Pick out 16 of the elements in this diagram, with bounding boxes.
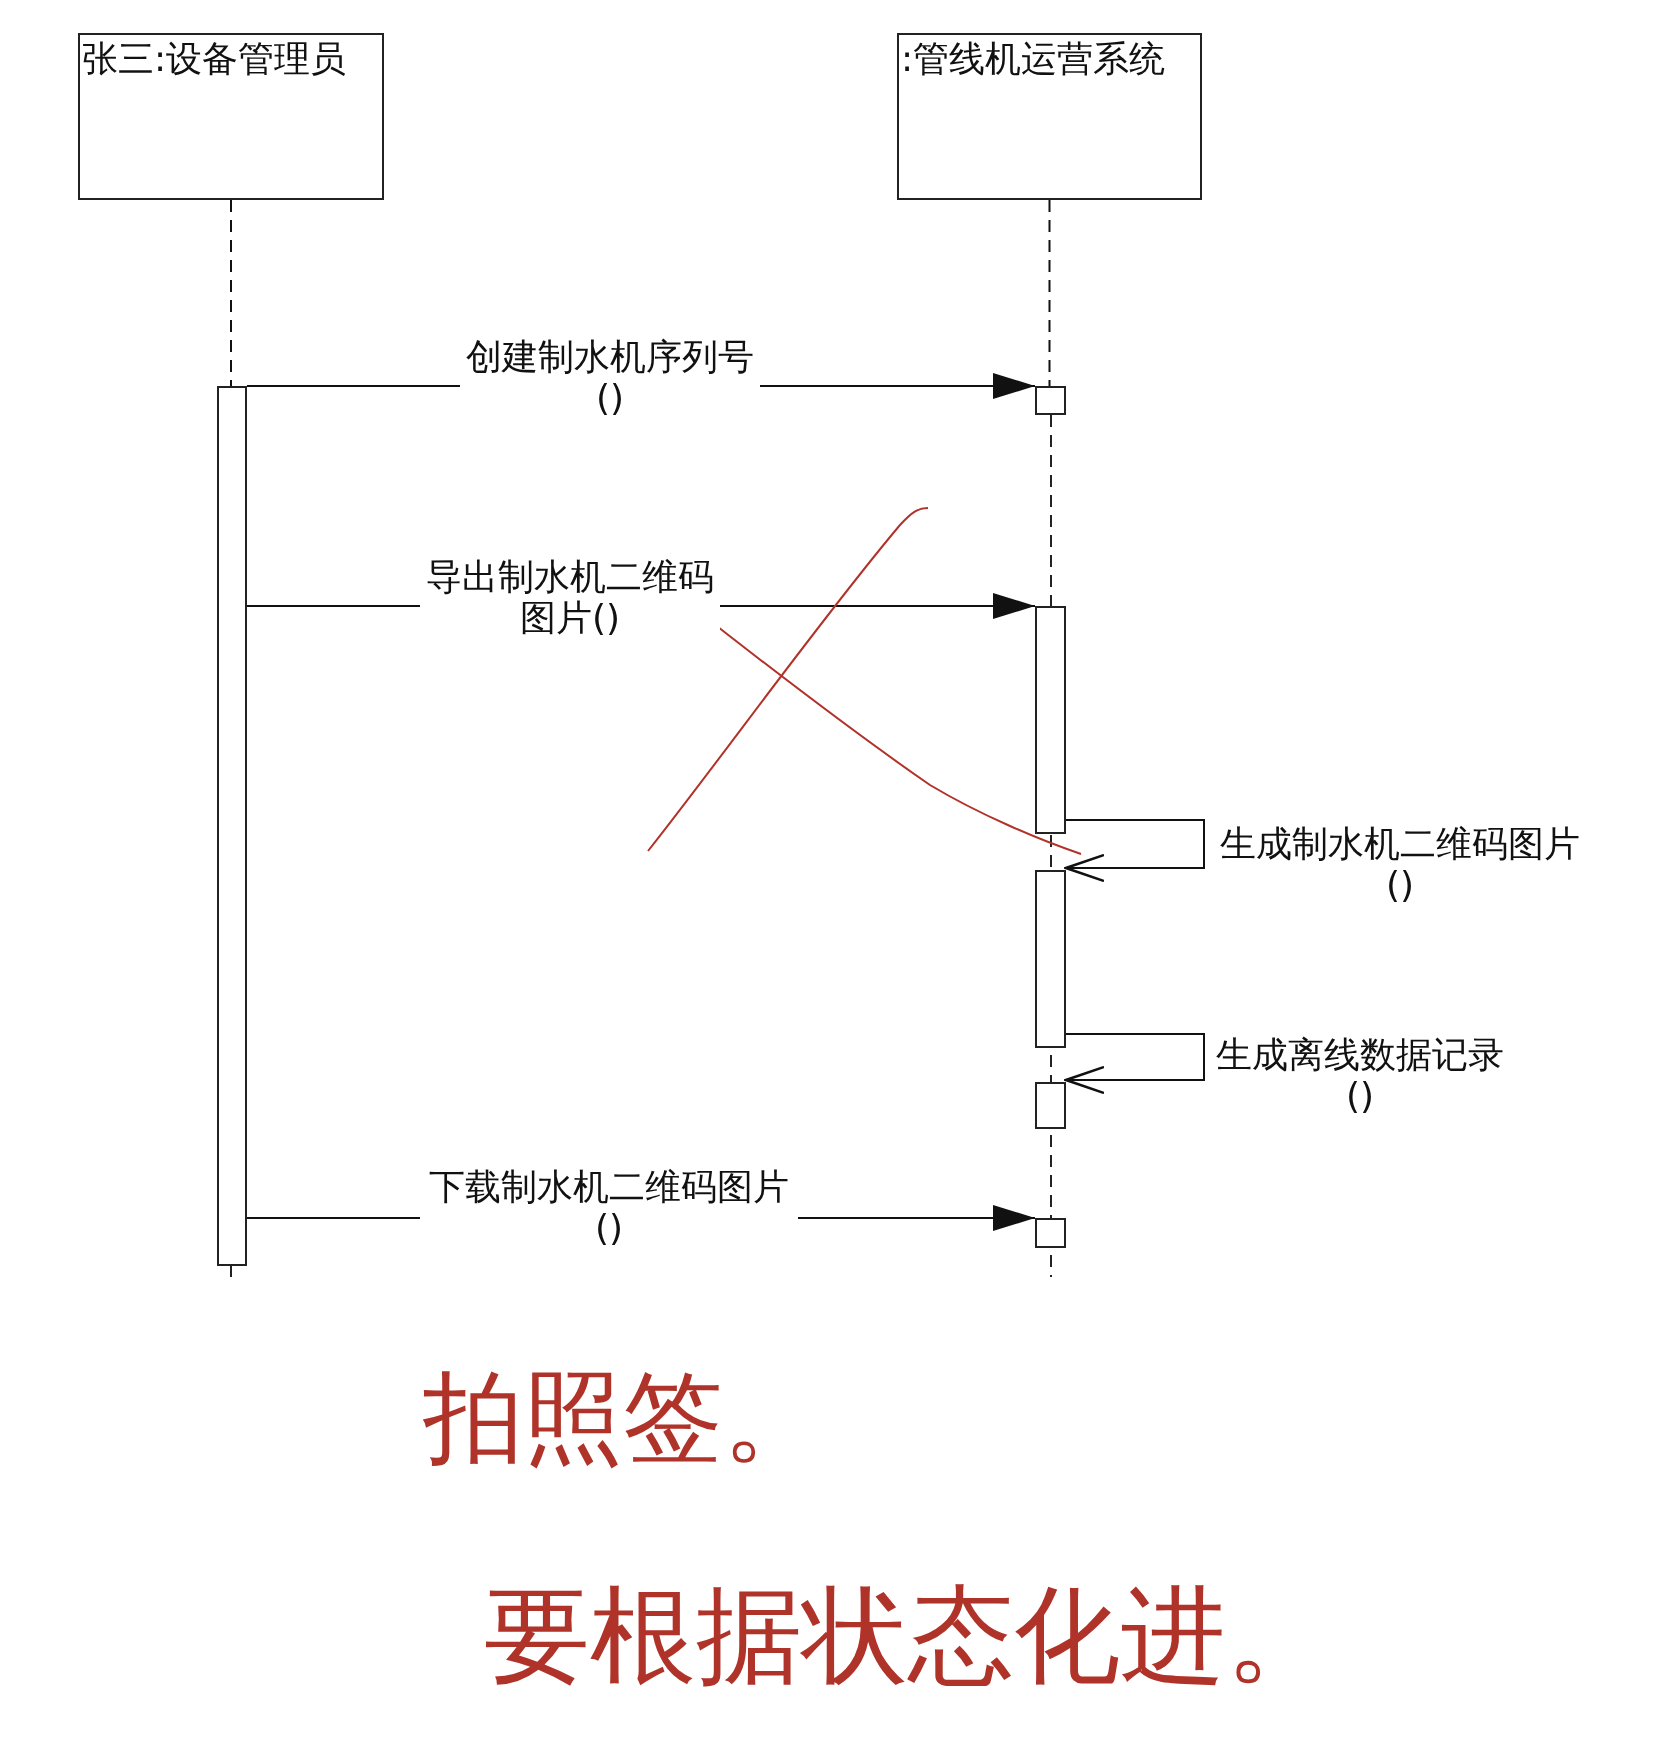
self-message-arrow — [1064, 819, 1205, 883]
handwritten-note: 拍照签。 — [423, 1358, 823, 1478]
activation-bar — [1035, 870, 1066, 1048]
lifeline — [230, 199, 232, 387]
lifeline — [1048, 199, 1051, 387]
self-message-arrow — [1064, 1033, 1205, 1095]
handwritten-note: 要根据状态化进。 — [484, 1573, 1332, 1699]
lifeline-head-box — [78, 33, 384, 200]
lifeline-head-box — [897, 33, 1202, 200]
activation-bar — [1035, 1082, 1066, 1129]
lifeline-name: :管线机运营系统 — [901, 38, 1166, 79]
activation-bar — [1035, 386, 1066, 415]
activation-bar — [1035, 606, 1066, 834]
activation-bar — [217, 386, 247, 1266]
lifeline-name: 张三:设备管理员 — [82, 38, 347, 79]
activation-bar — [1035, 1218, 1066, 1248]
